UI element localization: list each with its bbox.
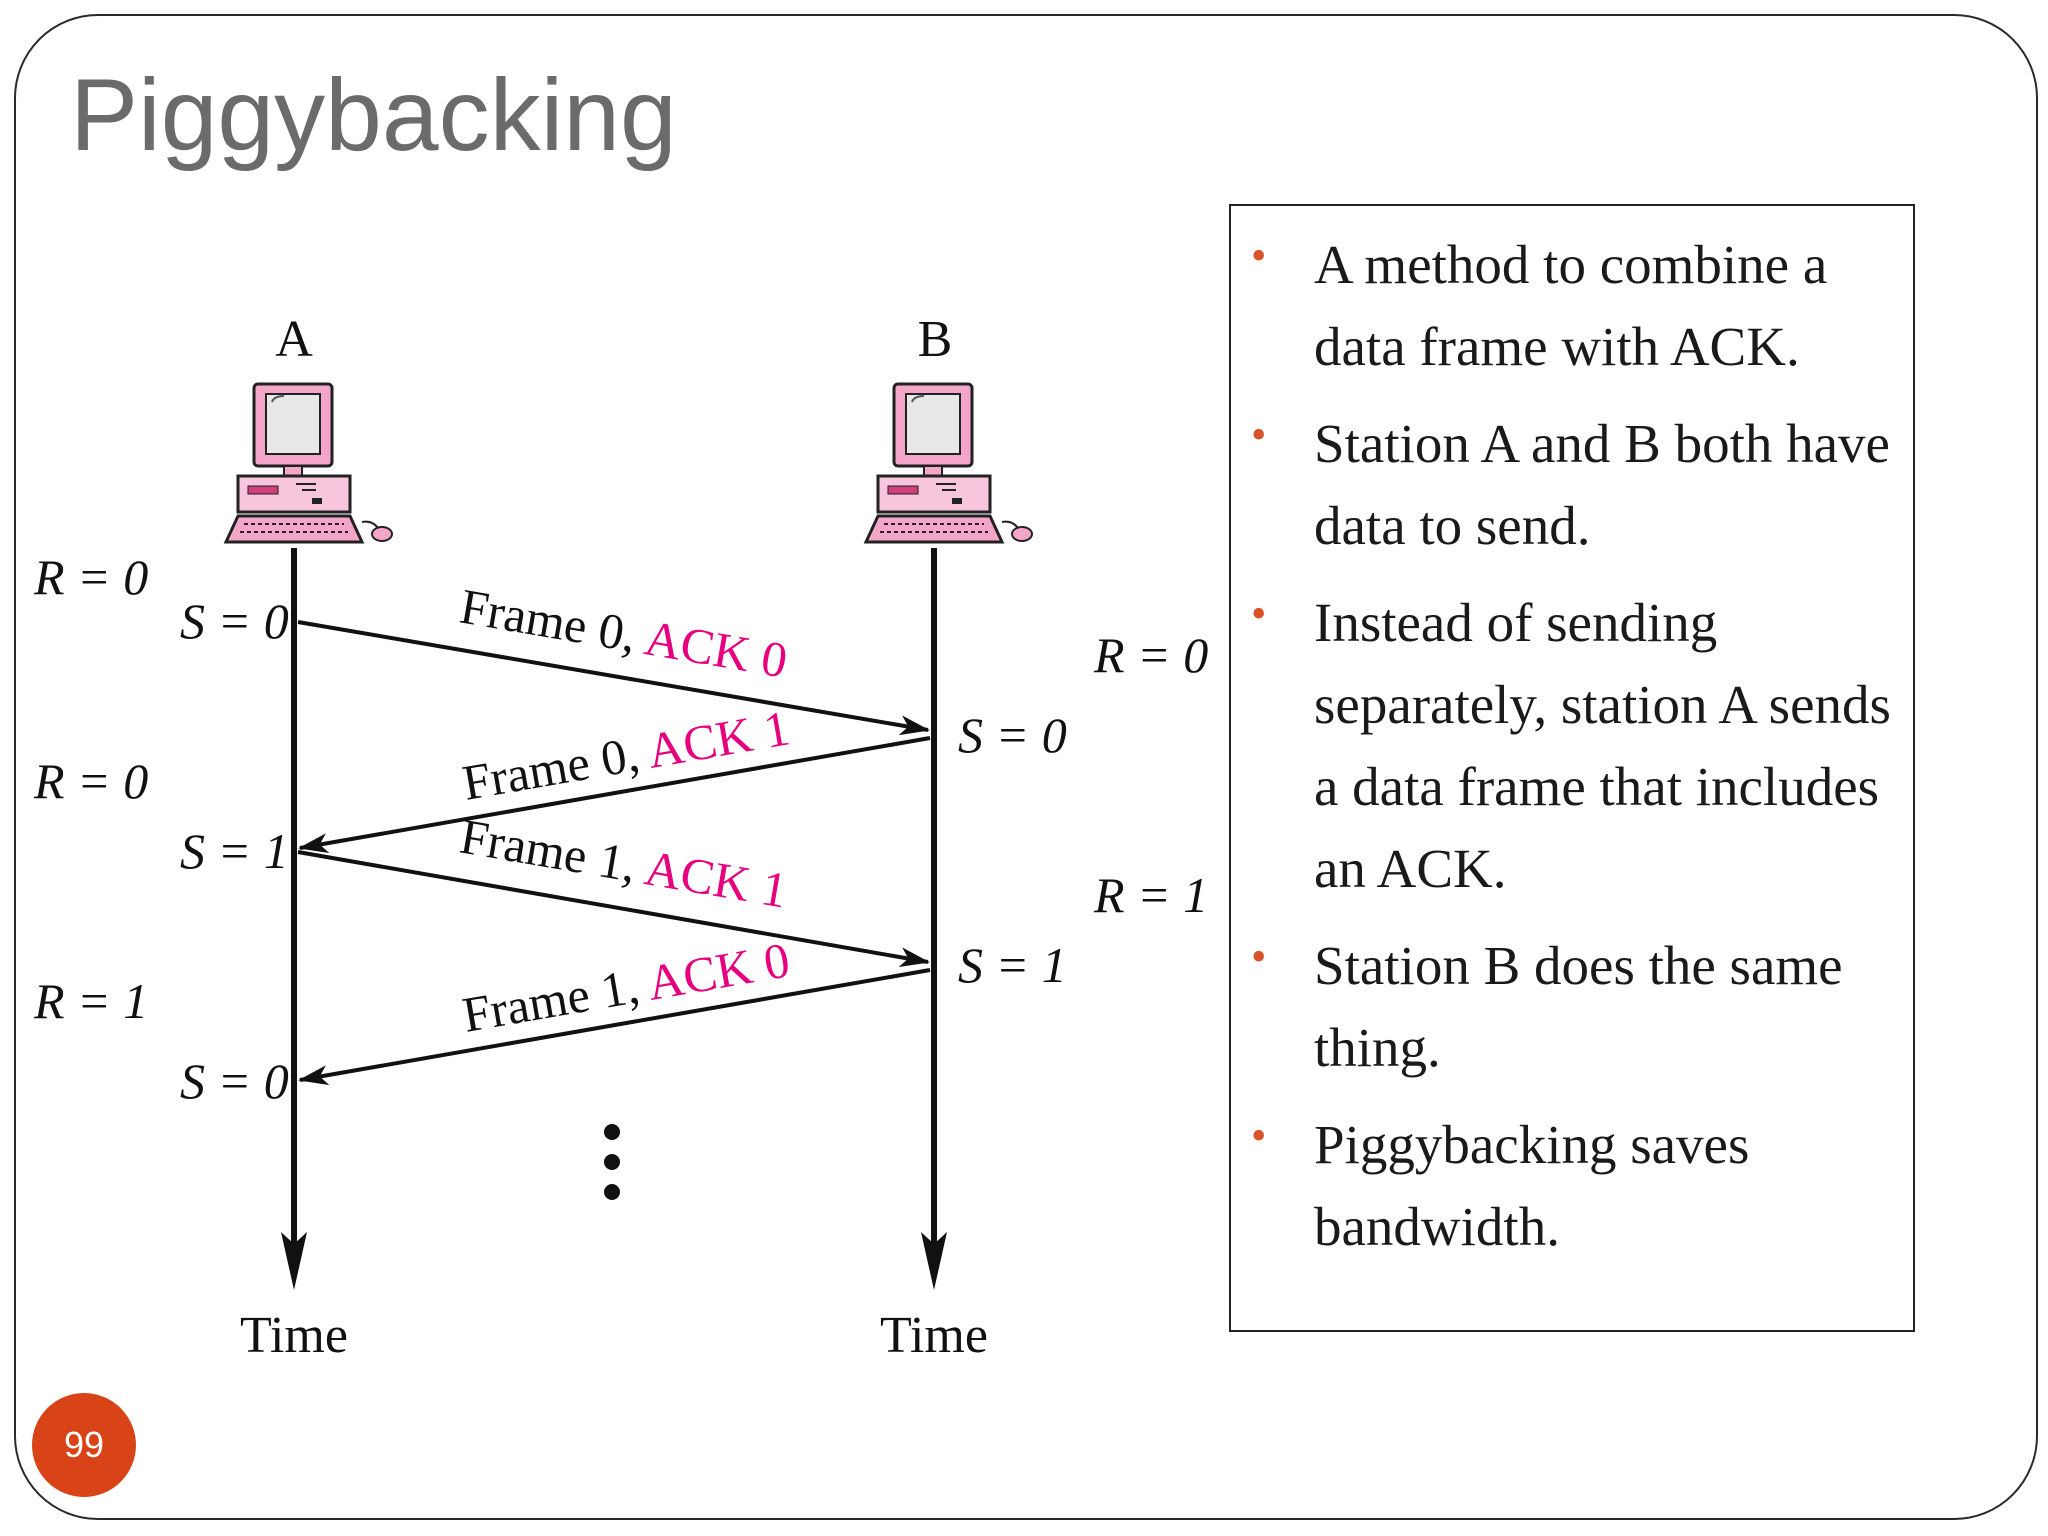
timeline-a-arrowhead [281, 1232, 307, 1290]
frame-arrow-3 [297, 850, 930, 968]
b-s-label-1: S = 0 [958, 707, 1067, 763]
frame-arrow-4 [298, 968, 931, 1086]
bullet-dot-icon: • [1251, 410, 1267, 459]
bullet-text: Station A and B both have data to send. [1314, 413, 1890, 556]
frame-label-4-frame: Frame 1, [458, 956, 652, 1043]
bullet-dot-icon: • [1251, 589, 1267, 638]
frame-label-1-frame: Frame 0, [456, 578, 650, 665]
time-label-a: Time [240, 1307, 348, 1364]
station-a-label: A [275, 311, 313, 368]
b-s-label-2: S = 1 [958, 937, 1067, 993]
frame-label-3-frame: Frame 1, [456, 808, 650, 895]
bullet-item: • A method to combine a data frame with … [1231, 224, 1913, 388]
bullet-box: • A method to combine a data frame with … [1229, 204, 1915, 1332]
frame-label-3: Frame 1, ACK 1 [456, 808, 791, 919]
bullet-item: • Station B does the same thing. [1231, 925, 1913, 1089]
computer-a-icon [223, 382, 393, 544]
frame-label-2: Frame 0, ACK 1 [458, 699, 793, 810]
a-r-label-3: R = 1 [33, 973, 148, 1029]
frame-arrow-1 [297, 620, 930, 736]
b-r-label-2: R = 1 [1093, 867, 1208, 923]
frame-label-1-ack: ACK 0 [641, 609, 791, 688]
station-b-label: B [918, 311, 953, 368]
slide-title: Piggybacking [70, 58, 677, 172]
time-label-b: Time [880, 1307, 988, 1364]
bullet-text: Instead of sending separately, station A… [1314, 592, 1891, 899]
computer-b-icon [863, 382, 1033, 544]
bullet-dot-icon: • [1251, 231, 1267, 280]
frame-label-2-frame: Frame 0, [458, 724, 652, 811]
a-r-label-2: R = 0 [33, 753, 148, 809]
bullet-item: • Piggybacking saves bandwidth. [1231, 1104, 1913, 1268]
bullet-text: A method to combine a data frame with AC… [1314, 234, 1828, 377]
frame-arrow-2 [298, 736, 931, 854]
frame-label-3-ack: ACK 1 [641, 839, 791, 918]
bullet-list: • A method to combine a data frame with … [1231, 224, 1913, 1283]
b-r-label-1: R = 0 [1093, 627, 1208, 683]
bullet-item: • Station A and B both have data to send… [1231, 403, 1913, 567]
bullet-dot-icon: • [1251, 932, 1267, 981]
a-s-label-3: S = 0 [180, 1053, 289, 1109]
frame-label-4: Frame 1, ACK 0 [458, 931, 793, 1042]
bullet-text: Station B does the same thing. [1314, 935, 1843, 1078]
bullet-text: Piggybacking saves bandwidth. [1314, 1114, 1750, 1257]
bullet-dot-icon: • [1251, 1111, 1267, 1160]
frame-label-1: Frame 0, ACK 0 [456, 578, 791, 689]
timeline-b-arrowhead [921, 1232, 947, 1290]
continuation-dots [604, 1124, 620, 1200]
a-s-label-1: S = 0 [180, 593, 289, 649]
page-number-badge: 99 [32, 1393, 136, 1497]
bullet-item: • Instead of sending separately, station… [1231, 582, 1913, 910]
a-s-label-2: S = 1 [180, 823, 289, 879]
a-r-label-1: R = 0 [33, 549, 148, 605]
